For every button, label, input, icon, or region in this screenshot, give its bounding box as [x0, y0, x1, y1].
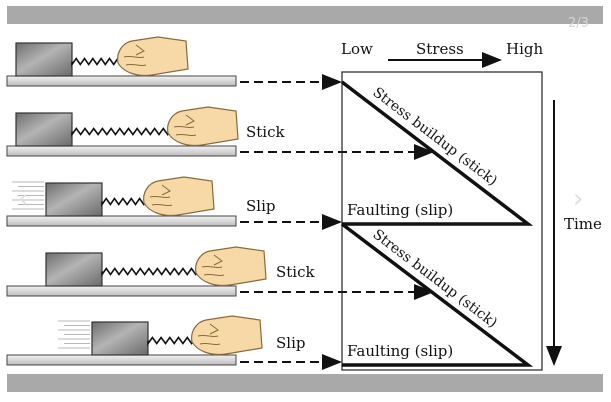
table-surface [6, 215, 237, 227]
stress-buildup-label-1: Stress buildup (stick) [370, 84, 501, 189]
pulling-hand-icon [143, 176, 215, 217]
faulting-label-1: Faulting (slip) [347, 201, 453, 219]
row-state-label: Slip [246, 197, 275, 215]
spring-coil [71, 57, 123, 68]
stick-slip-row-5: Slip [6, 315, 342, 370]
row-state-label: Stick [246, 123, 286, 141]
sliding-block [91, 321, 149, 356]
stick-slip-row-4: Stick [6, 246, 434, 300]
spring-coil [71, 127, 173, 137]
pulling-hand-icon [167, 106, 239, 147]
sliding-block [15, 112, 73, 147]
sawtooth-cycle-2 [340, 222, 534, 367]
table-surface [6, 145, 237, 157]
chevron-left-icon[interactable]: ‹ [18, 184, 29, 214]
time-axis-label: Time [564, 215, 602, 233]
faulting-label-2: Faulting (slip) [347, 342, 453, 360]
sliding-block [45, 182, 103, 217]
slide-counter: 2/3 [568, 16, 589, 31]
stick-slip-row-1 [6, 36, 342, 90]
row-state-label: Slip [276, 334, 305, 352]
table-surface [6, 75, 237, 87]
spring-coil [147, 336, 197, 346]
sawtooth-cycle-1 [340, 80, 534, 226]
pulling-hand-icon [195, 246, 267, 287]
spring-coil [101, 197, 149, 208]
chevron-right-icon[interactable]: › [573, 184, 584, 214]
pulling-hand-icon [191, 315, 263, 356]
pulling-hand-icon [117, 36, 189, 77]
stress-high-label: High [506, 40, 543, 58]
table-surface [6, 285, 237, 297]
stick-slip-row-2: Stick [6, 106, 434, 160]
viewer-bottom-bar [7, 374, 603, 392]
table-surface [6, 354, 237, 366]
spring-coil [101, 267, 201, 277]
sliding-block [45, 252, 103, 287]
sliding-block [15, 42, 73, 77]
viewer-top-bar [7, 6, 603, 24]
stress-low-label: Low [341, 40, 373, 58]
row-state-label: Stick [276, 263, 316, 281]
stress-buildup-label-2: Stress buildup (stick) [370, 226, 501, 331]
stick-slip-row-3: Slip [6, 176, 342, 230]
graph-frame [341, 71, 543, 371]
stress-axis-label: Stress [416, 40, 464, 58]
